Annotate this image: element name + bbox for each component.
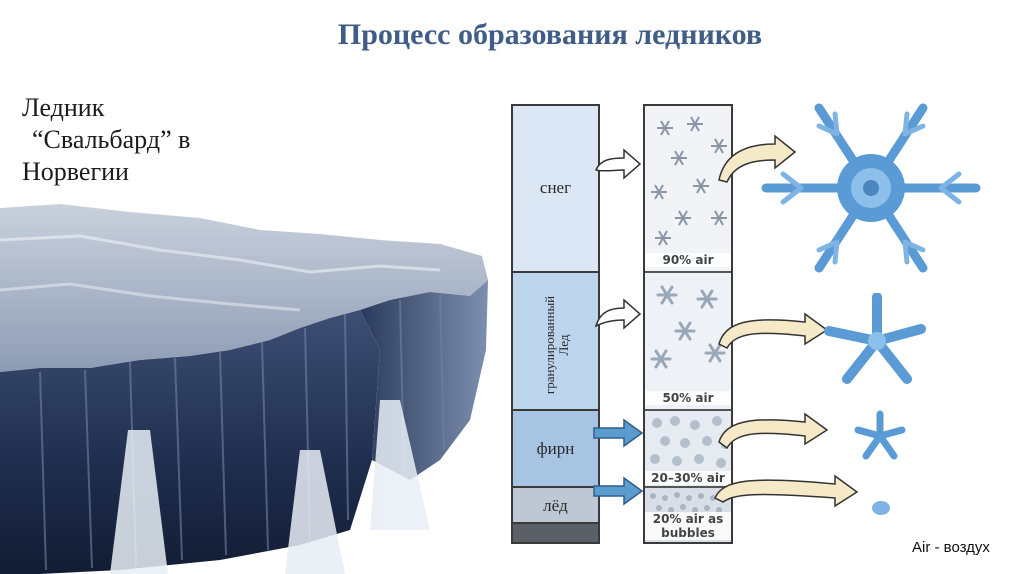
column-arrows [593,148,644,506]
layer-ice: лёд [513,488,598,524]
legend-text: Air - воздух [912,539,990,556]
microstructure-column: 90% air 50% air 20–30% air [643,104,733,544]
micro-firn: 20–30% air [645,411,731,488]
layer-column: снег гранулированный Лед фирн лёд [511,104,600,544]
air-ice-line-2: bubbles [661,526,715,540]
air-snow-label: 90% air [645,253,731,267]
caption-line-3: Норвегии [22,157,129,186]
small-star-crystal-icon [854,410,906,460]
glacier-illustration [0,204,488,574]
layer-granular-ice-label: гранулированный Лед [542,285,571,405]
photo-caption: Ледник “Свальбард” в Норвегии [22,92,190,188]
granule-pattern-icon [650,285,726,369]
granular-ice-line-2: Лед [556,334,571,356]
curved-arrow-3-icon [718,412,829,450]
air-ice-line-1: 20% air as [652,512,724,526]
caption-line-1: Ледник [22,93,105,122]
snowflake-crystal-icon [761,103,981,273]
crystal-arrows [714,134,859,508]
micro-snow: 90% air [645,106,731,273]
page-title: Процесс образования ледников [337,18,763,51]
arrow-snow-icon [594,148,642,180]
granular-ice-line-1: гранулированный [542,295,557,395]
ice-grain-icon [872,501,890,515]
air-firn-label: 20–30% air [645,471,731,485]
star-crystal-icon [824,293,926,384]
layer-bedrock [513,524,598,542]
arrow-firn-icon [593,418,644,448]
air-granular-label: 50% air [645,391,731,405]
layer-firn-label: фирн [536,439,575,458]
air-ice-label: 20% air as bubbles [645,512,731,540]
curved-arrow-4-icon [714,474,859,508]
curved-arrow-1-icon [718,134,797,183]
arrow-granular-icon [594,298,642,330]
ice-pattern-icon [650,492,728,513]
curved-arrow-2-icon [718,312,829,349]
arrow-ice-icon [593,476,644,506]
layer-granular-ice: гранулированный Лед [513,273,598,411]
snowflake-pattern-icon [651,116,727,246]
layer-snow: снег [513,106,598,273]
caption-line-2: “Свальбард” в [32,125,191,154]
layer-firn: фирн [513,411,598,488]
micro-granular: 50% air [645,273,731,411]
firn-pattern-icon [650,416,729,468]
layer-snow-label: снег [539,178,572,197]
layer-ice-label: лёд [543,496,568,515]
